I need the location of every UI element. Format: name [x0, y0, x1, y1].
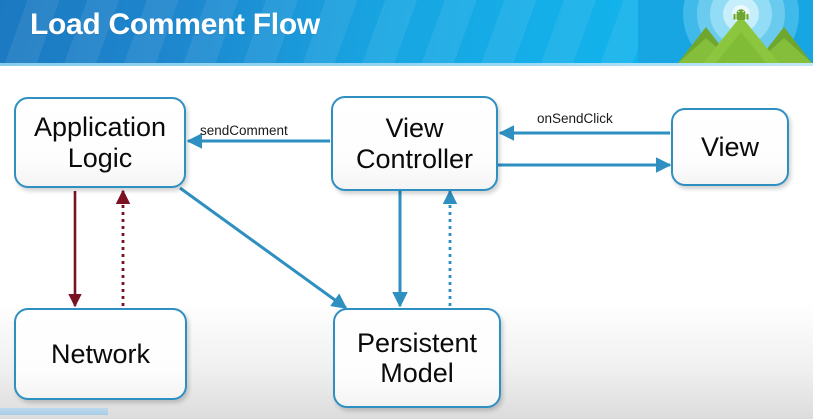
- header-divider: [0, 63, 813, 66]
- node-persistent-model-label-line1: Persistent: [356, 327, 478, 358]
- node-view[interactable]: View: [671, 108, 789, 186]
- edge-label-on-send-click: onSendClick: [537, 111, 613, 126]
- flow-diagram: Application Logic View Controller View N…: [0, 63, 813, 419]
- node-view-controller[interactable]: View Controller: [331, 96, 498, 191]
- node-view-label-line1: View: [700, 131, 760, 162]
- logo-svg: [638, 0, 813, 63]
- node-view-controller-label-line1: View: [385, 113, 444, 144]
- node-network[interactable]: Network: [14, 308, 187, 400]
- page-title: Load Comment Flow: [30, 8, 320, 41]
- edge-application-logic-to-persistent-model: [179, 186, 348, 310]
- node-application-logic[interactable]: Application Logic: [14, 97, 186, 188]
- node-view-controller-label-line2: Controller: [355, 143, 474, 174]
- android-icon: [733, 9, 749, 20]
- node-persistent-model[interactable]: Persistent Model: [333, 308, 501, 408]
- edge-label-send-comment: sendComment: [200, 123, 288, 138]
- mountain-center-inner: [716, 32, 766, 63]
- diagram-edges: [68, 125, 672, 310]
- node-network-label-line1: Network: [50, 338, 151, 369]
- android-mountains-logo: [638, 0, 813, 63]
- node-application-logic-label-line2: Logic: [67, 142, 133, 173]
- slide-header: Load Comment Flow: [0, 0, 813, 63]
- node-persistent-model-label-line2: Model: [380, 358, 454, 388]
- progress-bar: [0, 408, 108, 415]
- node-application-logic-label-line1: Application: [33, 112, 167, 143]
